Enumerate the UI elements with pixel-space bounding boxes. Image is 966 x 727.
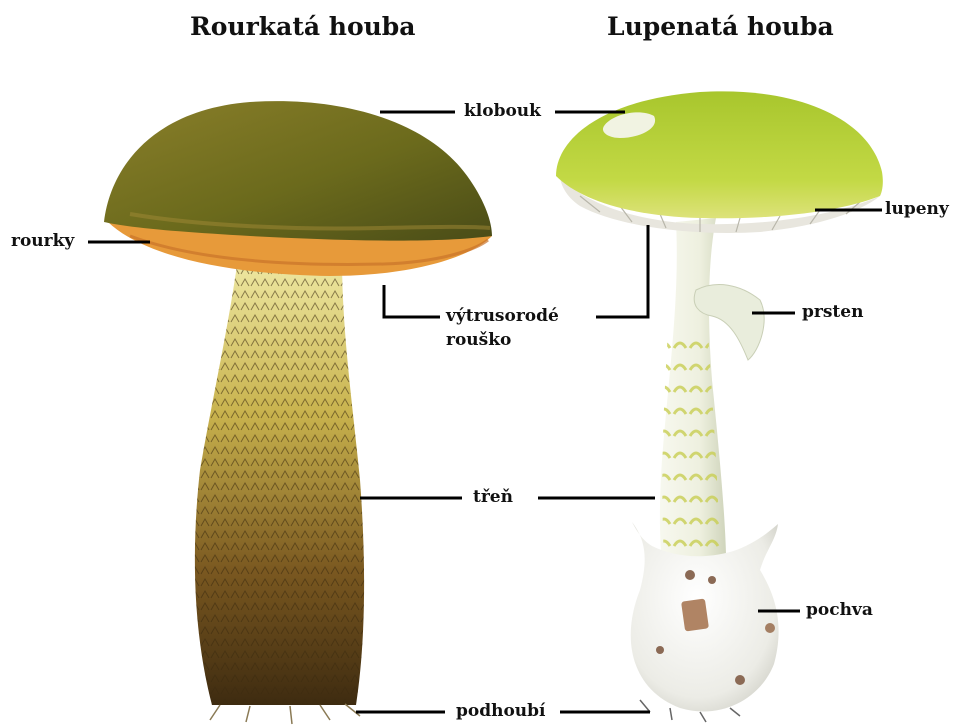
label-vytrusorode-line2: rouško	[446, 330, 511, 350]
label-tren: třeň	[473, 487, 513, 507]
amanita-mushroom	[556, 91, 883, 722]
label-rourky: rourky	[11, 231, 74, 251]
label-klobouk: klobouk	[464, 101, 541, 121]
leader-vytrusorode-left	[384, 285, 440, 317]
bolete-mycelium	[210, 704, 360, 724]
label-lupeny: lupeny	[885, 199, 949, 219]
label-pochva: pochva	[806, 600, 873, 620]
label-prsten: prsten	[802, 302, 863, 322]
label-vytrusorode-line1: výtrusorodé	[446, 306, 559, 326]
label-podhoubi: podhoubí	[456, 701, 546, 721]
bolete-mushroom	[104, 101, 492, 724]
amanita-cap	[556, 91, 883, 218]
leader-vytrusorode-right	[596, 225, 648, 317]
